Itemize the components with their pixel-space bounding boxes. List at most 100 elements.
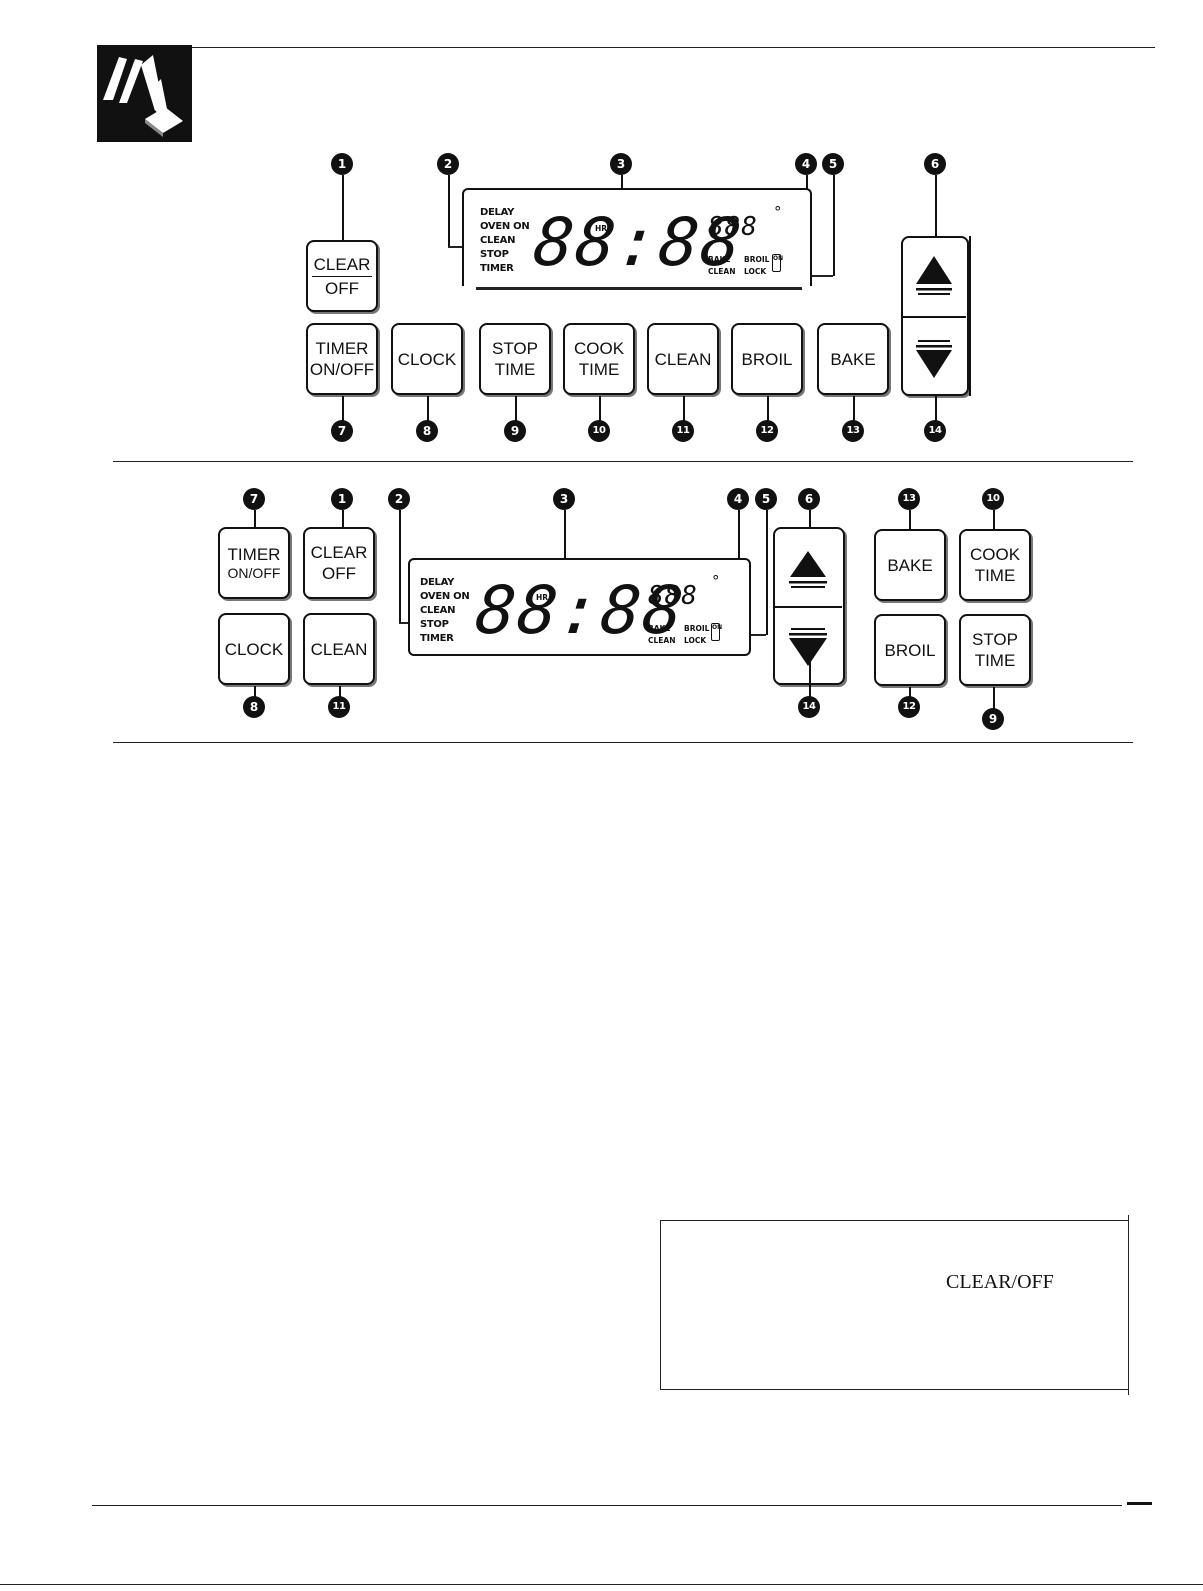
on-indicator: ON <box>772 254 783 272</box>
clear-off-button[interactable]: CLEAR OFF <box>303 527 375 599</box>
key-label: CLEAN <box>310 639 368 659</box>
stop-time-button[interactable]: STOP TIME <box>479 323 551 395</box>
clean-indicator: CLEAN <box>708 267 736 276</box>
stop-time-button[interactable]: STOP TIME <box>959 614 1031 686</box>
lock-indicator: LOCK <box>744 267 767 276</box>
leader-line <box>515 396 517 422</box>
cook-time-button[interactable]: COOK TIME <box>959 529 1031 601</box>
leader-line <box>254 510 256 528</box>
leader-line <box>342 510 344 528</box>
lock-indicator: LOCK <box>684 636 707 645</box>
callout-14: 14 <box>924 420 946 442</box>
leader-line <box>833 175 835 276</box>
callout-5: 5 <box>822 153 844 175</box>
callout-2: 2 <box>388 488 410 510</box>
arrow-pad <box>901 236 969 396</box>
up-arrow-icon <box>789 551 827 588</box>
key-label: OFF <box>322 564 356 583</box>
temperature-digits: 888 <box>648 581 698 611</box>
bake-button[interactable]: BAKE <box>874 529 946 601</box>
leader-line <box>766 510 768 635</box>
key-label: CLOCK <box>397 349 457 369</box>
status-timer: TIMER <box>420 633 454 644</box>
note-box-rule <box>1128 1215 1129 1395</box>
note-text: CLEAR/OFF <box>946 1271 1054 1293</box>
callout-12: 12 <box>898 696 920 718</box>
callout-11: 11 <box>328 696 350 718</box>
leader-line <box>399 510 401 623</box>
leader-line <box>339 686 341 698</box>
broil-button[interactable]: BROIL <box>874 614 946 686</box>
callout-5: 5 <box>755 488 777 510</box>
footer-rule <box>92 1505 1122 1506</box>
callout-12: 12 <box>756 420 778 442</box>
display-status-list: DELAY OVEN ON CLEAN STOP TIMER <box>480 206 530 276</box>
clear-off-button[interactable]: CLEAR OFF <box>306 240 378 312</box>
key-label: TIME <box>974 566 1016 585</box>
section-divider <box>113 461 1133 462</box>
key-label: BAKE <box>830 349 876 369</box>
leader-line <box>599 396 601 422</box>
bake-button[interactable]: BAKE <box>817 323 889 395</box>
broil-indicator: BROIL <box>744 255 770 264</box>
leader-line <box>935 175 937 255</box>
clock-button[interactable]: CLOCK <box>218 613 290 685</box>
bake-indicator: BAKE <box>648 624 671 633</box>
bottom-rule <box>0 1584 1203 1585</box>
clean-button[interactable]: CLEAN <box>647 323 719 395</box>
leader-line <box>993 687 995 709</box>
callout-3: 3 <box>610 153 632 175</box>
key-label: STOP <box>492 339 538 358</box>
timer-on-off-button[interactable]: TIMER ON/OFF <box>306 323 378 395</box>
degree-symbol: ° <box>774 203 782 221</box>
callout-1: 1 <box>331 488 353 510</box>
down-arrow-button[interactable] <box>775 608 842 683</box>
leader-line <box>909 687 911 697</box>
leader-line <box>564 510 566 600</box>
callout-4: 4 <box>727 488 749 510</box>
broil-button[interactable]: BROIL <box>731 323 803 395</box>
callout-7: 7 <box>243 488 265 510</box>
display-status-list: DELAY OVEN ON CLEAN STOP TIMER <box>420 576 470 646</box>
callout-7: 7 <box>331 420 353 442</box>
leader-line <box>683 396 685 422</box>
key-label: TIMER <box>227 545 281 564</box>
hand-pressing-button-icon <box>97 45 192 142</box>
status-clean: CLEAN <box>420 605 456 616</box>
key-label: CLEAR <box>311 254 373 277</box>
degree-symbol: ° <box>712 572 720 590</box>
key-label: BROIL <box>884 640 936 660</box>
up-arrow-button[interactable] <box>903 238 966 318</box>
status-oven-on: OVEN ON <box>420 591 470 602</box>
key-label: TIMER <box>315 339 369 358</box>
clean-button[interactable]: CLEAN <box>303 613 375 685</box>
section-divider <box>113 742 1133 743</box>
leader-line <box>738 510 740 592</box>
timer-on-off-button[interactable]: TIMER ON/OFF <box>218 527 290 599</box>
key-label: ON/OFF <box>227 565 281 581</box>
callout-2: 2 <box>437 153 459 175</box>
footer-rule-thick <box>1127 1502 1152 1505</box>
broil-indicator: BROIL <box>684 624 710 633</box>
status-delay: DELAY <box>420 577 455 588</box>
up-arrow-button[interactable] <box>775 529 842 608</box>
callout-6: 6 <box>798 488 820 510</box>
key-label: CLOCK <box>224 639 284 659</box>
leader-line <box>767 396 769 422</box>
key-label: BROIL <box>741 349 793 369</box>
cook-time-button[interactable]: COOK TIME <box>563 323 635 395</box>
key-label: COOK <box>969 545 1021 564</box>
callout-13: 13 <box>842 420 864 442</box>
leader-line <box>342 396 344 422</box>
leader-line <box>993 510 995 530</box>
key-label: BAKE <box>887 555 933 575</box>
down-arrow-button[interactable] <box>903 318 966 394</box>
clock-button[interactable]: CLOCK <box>391 323 463 395</box>
status-stop: STOP <box>480 249 509 260</box>
leader-line <box>254 686 256 698</box>
callout-9: 9 <box>982 708 1004 730</box>
callout-4: 4 <box>795 153 817 175</box>
bake-indicator: BAKE <box>708 255 731 264</box>
callout-10: 10 <box>588 420 610 442</box>
key-label: ON/OFF <box>309 360 375 379</box>
